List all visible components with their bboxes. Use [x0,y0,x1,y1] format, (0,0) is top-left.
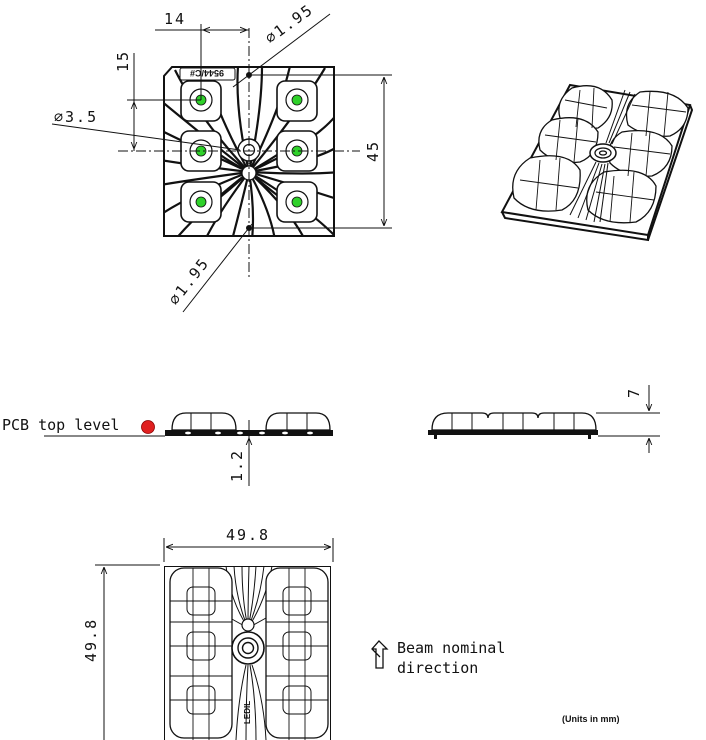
dim-height-label: 49.8 [82,618,100,662]
dim-15-label: 15 [114,50,132,72]
top-view: 9544/C# [51,0,392,313]
dim-14-label: 14 [164,10,186,28]
marking-box [179,67,236,81]
dim-hole-bottom-label: ⌀1.95 [165,254,213,309]
dim-45 [252,74,392,229]
pcb-level-marker [141,420,155,434]
led-pad [276,80,318,122]
right-side-view: 7 [428,385,660,453]
marking-text: 9544/C# [190,68,224,78]
beam-direction-arrow-icon [371,640,389,669]
dim-14 [155,24,249,100]
brand-marking: LEDIL [243,701,252,724]
dim-15 [127,53,201,151]
beam-direction-label-line2: direction [397,659,479,677]
led-pad [276,130,318,172]
bottom-view: 49.8 49.8 [82,526,334,740]
dim-width-label: 49.8 [226,526,270,544]
dim-hole-center-label: ⌀3.5 [54,108,98,126]
center-lines [118,28,360,278]
pcb-level-label: PCB top level [2,416,120,434]
units-note: (Units in mm) [562,714,620,724]
beam-direction-label-line1: Beam nominal [397,639,506,657]
front-side-view: 1.2 [44,412,333,486]
led-pads [180,80,318,223]
dim-pin-label: 1.2 [228,449,246,482]
dim-height-label: 7 [625,387,643,398]
diameter-leaders [51,13,331,313]
led-pad [276,181,318,223]
dim-hole-top-label: ⌀1.95 [262,0,317,47]
isometric-view [500,83,694,242]
led-pad [180,181,222,223]
dim-45-label: 45 [364,140,382,162]
